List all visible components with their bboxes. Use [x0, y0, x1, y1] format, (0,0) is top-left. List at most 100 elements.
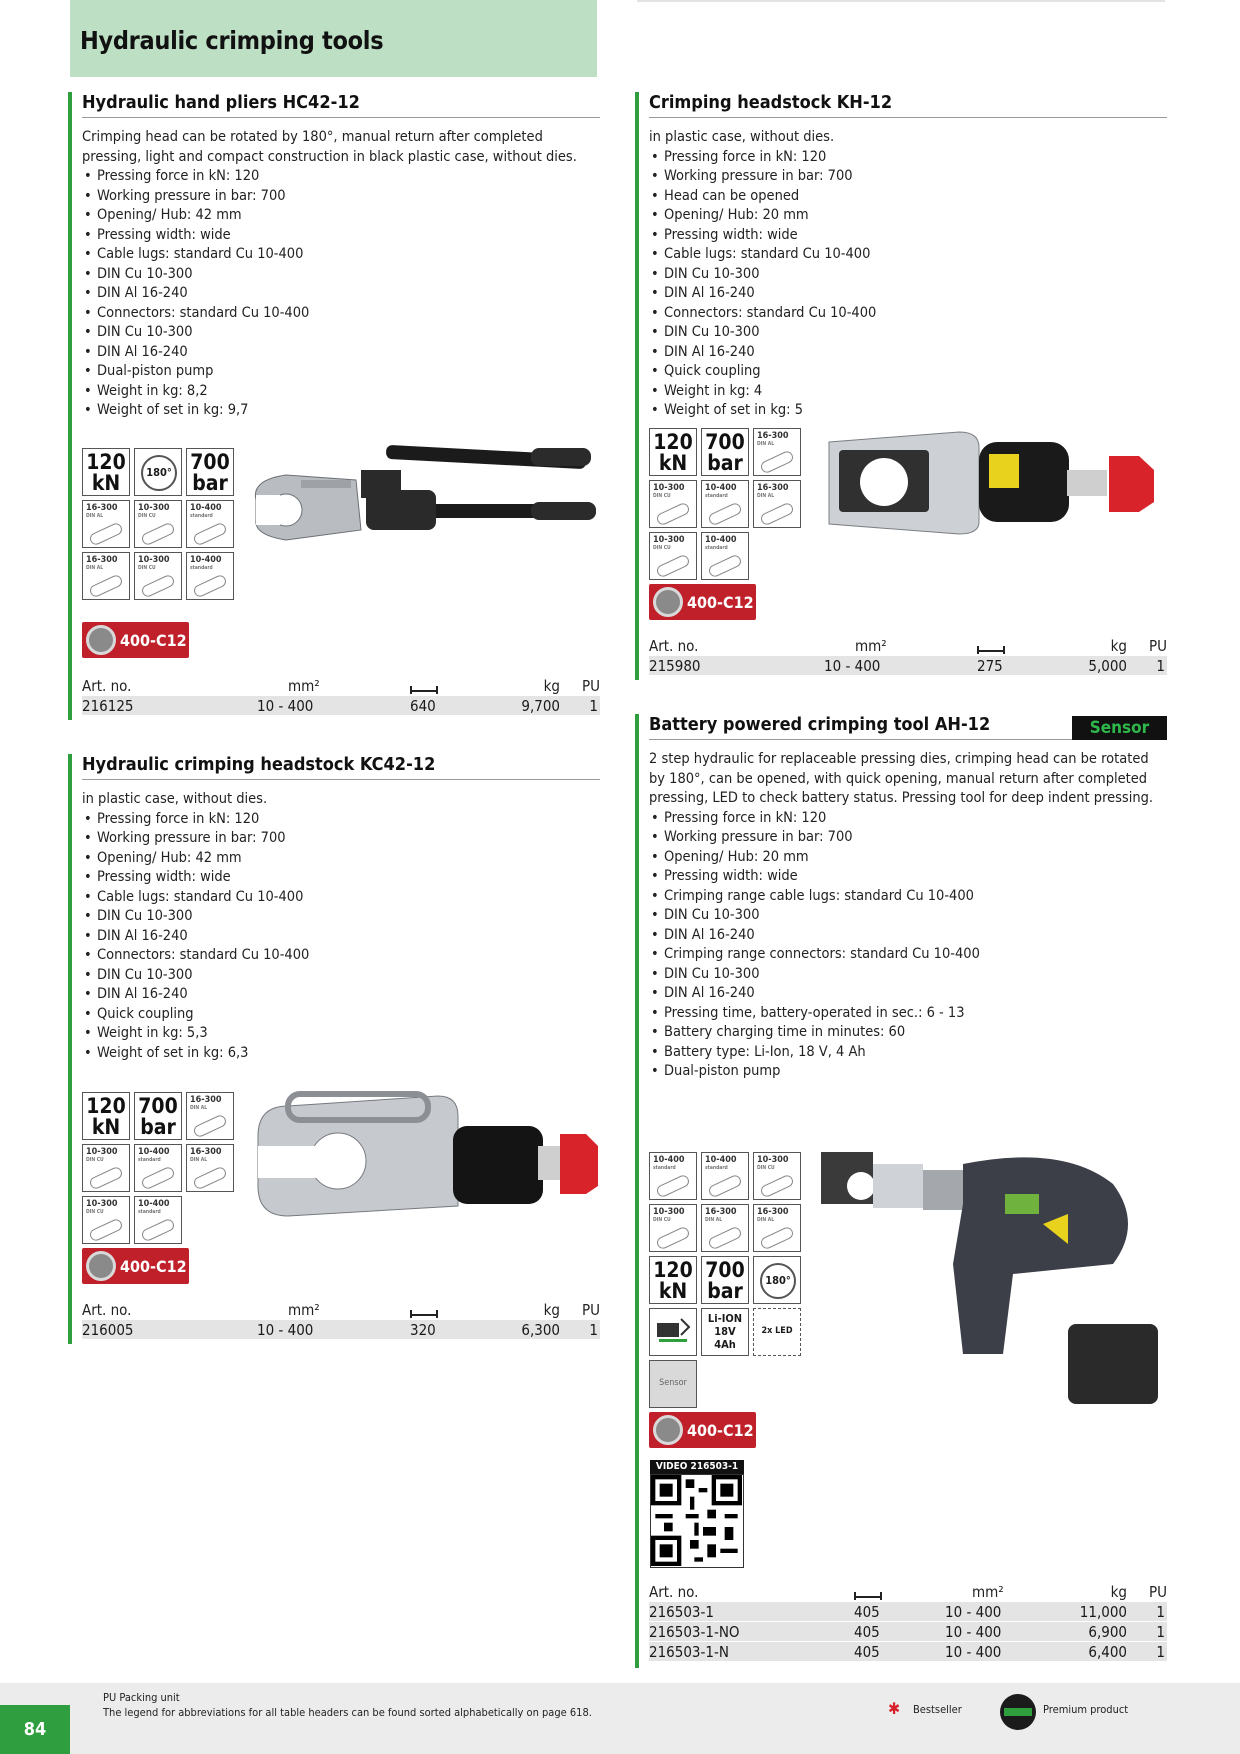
- pressure-bar-icon: 700 bar: [186, 448, 234, 496]
- product-description: in plastic case, without dies.: [649, 129, 835, 145]
- spec-item: Working pressure in bar: 700: [82, 187, 600, 207]
- spec-item: Weight in kg: 5,3: [82, 1024, 600, 1044]
- video-label: VIDEO 216503-1: [650, 1460, 744, 1474]
- spec-item: Working pressure in bar: 700: [649, 828, 1167, 848]
- spec-item: Connectors: standard Cu 10-400: [82, 304, 600, 324]
- rotate-180-icon: 180°: [753, 1256, 801, 1304]
- length-dimension-icon: [410, 681, 438, 701]
- article-table: Art. no. mm² kg PU 216503-1 405 10 - 400…: [649, 1582, 1167, 1662]
- table-row[interactable]: 216503-1 405 10 - 400 11,000 1: [649, 1602, 1167, 1622]
- qr-code-icon[interactable]: [650, 1474, 744, 1568]
- spec-item: Weight in kg: 8,2: [82, 382, 600, 402]
- section-body: in plastic case, without dies. Pressing …: [649, 128, 1167, 421]
- spec-item: Opening/ Hub: 42 mm: [82, 849, 600, 869]
- rotate-180-icon: 180°: [134, 448, 182, 496]
- product-description: Crimping head can be rotated by 180°, ma…: [82, 129, 577, 165]
- premium-label: Premium product: [1043, 1703, 1129, 1716]
- spec-item: Crimping range cable lugs: standard Cu 1…: [649, 887, 1167, 907]
- spec-item: Pressing time, battery-operated in sec.:…: [649, 1004, 1167, 1024]
- table-row[interactable]: 216503-1-NO 405 10 - 400 6,900 1: [649, 1622, 1167, 1642]
- premium-product-icon: [1000, 1694, 1036, 1730]
- die-set-badge: 400-C12: [82, 1248, 189, 1284]
- spec-item: Weight in kg: 4: [649, 382, 1167, 402]
- spec-item: DIN Cu 10-300: [649, 265, 1167, 285]
- section-body: Crimping head can be rotated by 180°, ma…: [82, 128, 600, 421]
- spec-item: DIN Al 16-240: [82, 985, 600, 1005]
- battery-crimping-tool-image: [821, 1152, 1158, 1404]
- spec-item: Pressing force in kN: 120: [649, 148, 1167, 168]
- spec-list: Pressing force in kN: 120 Working pressu…: [82, 810, 600, 1064]
- spec-item: Pressing force in kN: 120: [82, 810, 600, 830]
- section-title: Battery powered crimping tool AH-12: [649, 714, 1167, 740]
- spec-item: Working pressure in bar: 700: [82, 829, 600, 849]
- article-table: Art. no. mm² kg PU 216005 10 - 400 320 6…: [82, 1300, 600, 1340]
- table-row[interactable]: 216503-1-N 405 10 - 400 6,400 1: [649, 1642, 1167, 1662]
- spec-item: Quick coupling: [649, 362, 1167, 382]
- spec-item: DIN Al 16-240: [82, 284, 600, 304]
- spec-item: DIN Al 16-240: [82, 927, 600, 947]
- spec-item: Working pressure in bar: 700: [649, 167, 1167, 187]
- force-kn-icon: 120 kN: [649, 1256, 697, 1304]
- spec-item: Pressing width: wide: [82, 226, 600, 246]
- charging-time-icon: [649, 1308, 697, 1356]
- spec-item: Weight of set in kg: 9,7: [82, 401, 600, 421]
- table-header-row: Art. no. mm² kg PU: [82, 1300, 600, 1320]
- spec-item: Weight of set in kg: 6,3: [82, 1044, 600, 1064]
- sensor-icon: Sensor: [649, 1360, 697, 1408]
- crimping-headstock-kh12-image: [828, 431, 1154, 535]
- spec-item: Pressing width: wide: [649, 226, 1167, 246]
- spec-item: Weight of set in kg: 5: [649, 401, 1167, 421]
- spec-item: Opening/ Hub: 20 mm: [649, 206, 1167, 226]
- table-row[interactable]: 216005 10 - 400 320 6,300 1: [82, 1320, 600, 1340]
- sensor-badge: Sensor: [1072, 716, 1167, 740]
- article-table: Art. no. mm² kg PU 215980 10 - 400 275 5…: [649, 636, 1167, 676]
- page-number: 84: [0, 1705, 70, 1754]
- spec-item: Cable lugs: standard Cu 10-400: [649, 245, 1167, 265]
- section-ah12: Battery powered crimping tool AH-12 Sens…: [635, 714, 1167, 1668]
- spec-item: DIN Cu 10-300: [82, 323, 600, 343]
- spec-item: DIN Al 16-240: [649, 284, 1167, 304]
- section-kc42: Hydraulic crimping headstock KC42-12 in …: [68, 754, 600, 1344]
- spec-item: DIN Cu 10-300: [82, 907, 600, 927]
- table-row[interactable]: 216125 10 - 400 640 9,700 1: [82, 696, 600, 716]
- spec-item: DIN Cu 10-300: [82, 966, 600, 986]
- battery-liion-icon: Li-ION 18V 4Ah: [701, 1308, 749, 1356]
- section-hc42: Hydraulic hand pliers HC42-12 Crimping h…: [68, 92, 600, 720]
- top-divider: [637, 0, 1165, 2]
- spec-item: Quick coupling: [82, 1005, 600, 1025]
- spec-item: Cable lugs: standard Cu 10-400: [82, 888, 600, 908]
- die-set-badge: 400-C12: [649, 1412, 756, 1448]
- spec-item: Connectors: standard Cu 10-400: [649, 304, 1167, 324]
- spec-item: Pressing width: wide: [82, 868, 600, 888]
- spec-list: Pressing force in kN: 120 Working pressu…: [649, 148, 1167, 421]
- table-row[interactable]: 215980 10 - 400 275 5,000 1: [649, 656, 1167, 676]
- pressure-bar-icon: 700 bar: [701, 428, 749, 476]
- force-kn-icon: 120 kN: [82, 1092, 130, 1140]
- spec-item: Pressing force in kN: 120: [82, 167, 600, 187]
- die-set-badge: 400-C12: [82, 622, 189, 658]
- section-title: Hydraulic hand pliers HC42-12: [82, 92, 600, 118]
- bestseller-star-icon: ✱: [888, 1699, 901, 1718]
- spec-item: DIN Al 16-240: [649, 343, 1167, 363]
- spec-item: Crimping range connectors: standard Cu 1…: [649, 945, 1167, 965]
- pressure-bar-icon: 700 bar: [134, 1092, 182, 1140]
- footer-pu-note: PU Packing unit: [103, 1691, 180, 1704]
- table-header-row: Art. no. mm² kg PU: [649, 1582, 1167, 1602]
- spec-item: DIN Cu 10-300: [649, 965, 1167, 985]
- length-dimension-icon: [410, 1305, 438, 1325]
- table-header-row: Art. no. mm² kg PU: [82, 676, 600, 696]
- product-description: in plastic case, without dies.: [82, 791, 268, 807]
- spec-item: Connectors: standard Cu 10-400: [82, 946, 600, 966]
